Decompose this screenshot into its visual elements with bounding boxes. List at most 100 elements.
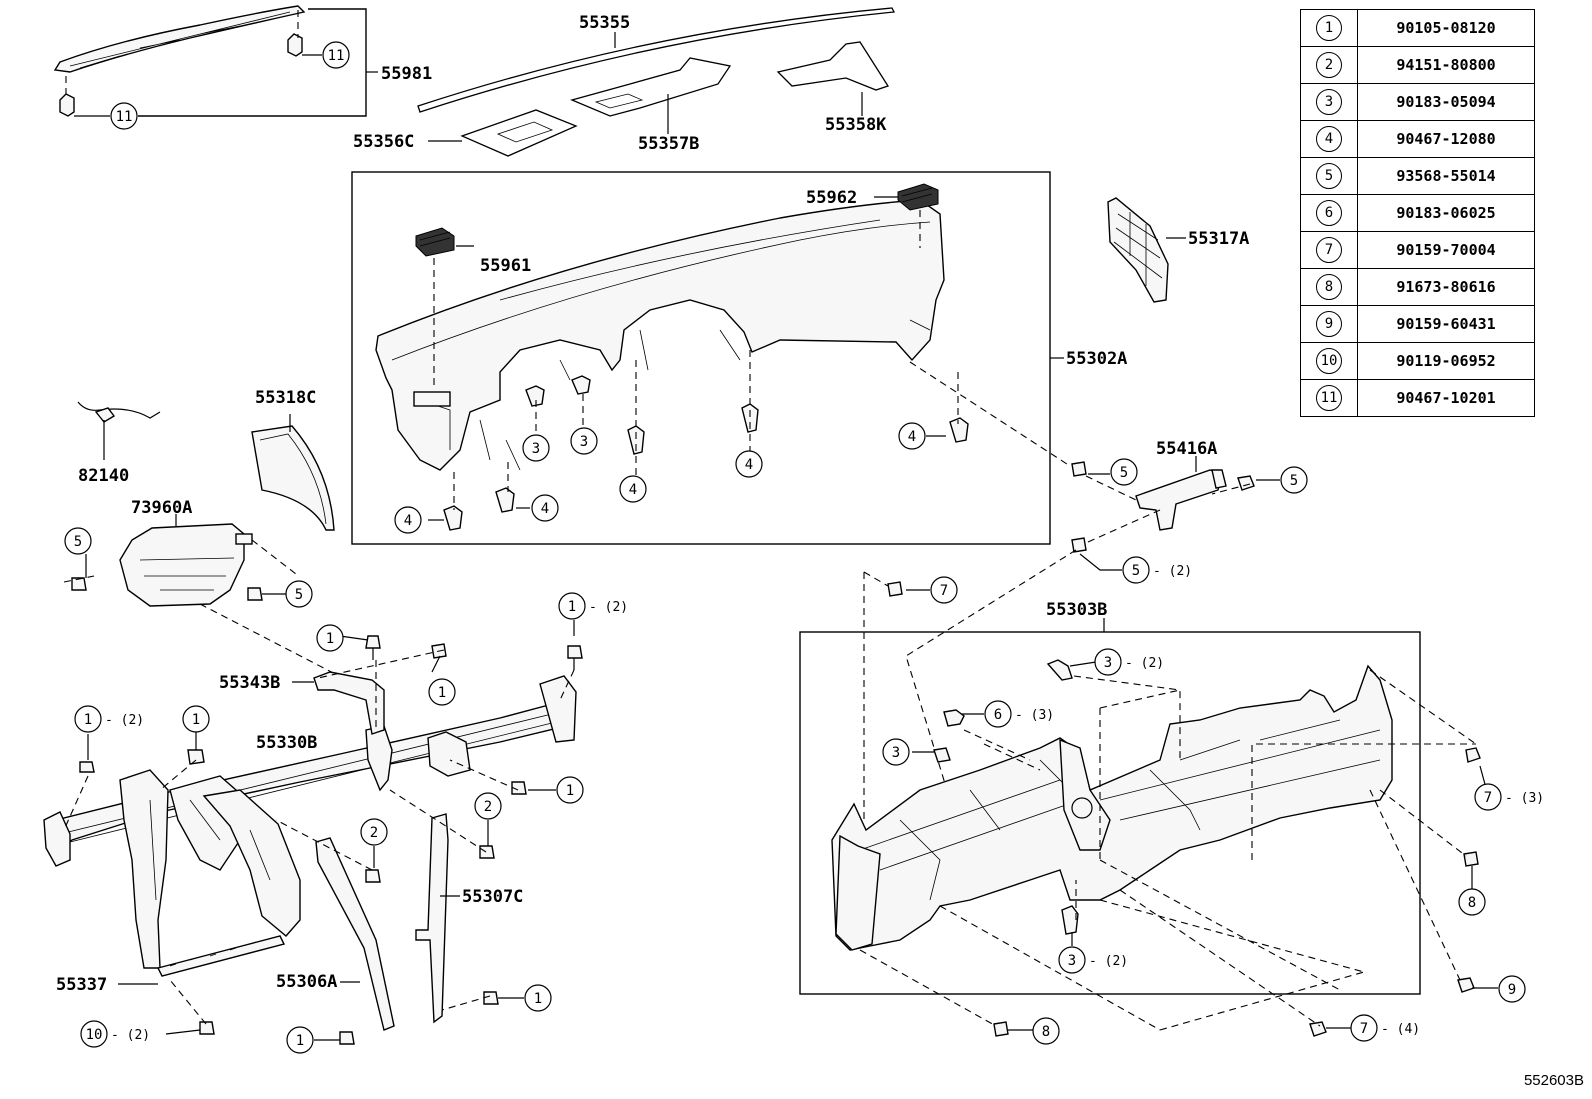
svg-text:3: 3 [580,434,588,450]
legend-part-number: 90183-05094 [1357,83,1535,121]
label-55307C: 55307C [462,887,523,907]
callout-7-c: 7 [1350,1014,1378,1042]
legend-key: 11 [1316,385,1342,411]
part-82140-wire [77,401,161,423]
legend-part-number: 94151-80800 [1357,46,1535,84]
callout-5-a: 5 [1110,458,1138,486]
svg-text:3: 3 [1104,655,1112,671]
bolt-5-a [1071,461,1087,477]
svg-text:11: 11 [328,48,345,64]
part-55358K-pad [776,41,889,91]
callout-7-b: 7 [1474,783,1502,811]
svg-text:5: 5 [295,587,303,603]
svg-text:4: 4 [541,501,549,517]
part-55355-strip [417,7,896,113]
legend-part-number: 90119-06952 [1357,342,1535,380]
callout-4-d: 4 [394,506,422,534]
legend-row: 8 91673-80616 [1300,268,1535,306]
bolt-7-a [887,581,903,597]
callout-3-a: 3 [522,434,550,462]
label-55303B: 55303B [1046,600,1107,620]
svg-text:3: 3 [532,441,540,457]
legend-part-number: 93568-55014 [1357,157,1535,195]
bolt-5-b [1237,475,1255,491]
qty-6-a: - (3) [1015,708,1054,723]
part-55303B-panel-frame [831,664,1393,951]
part-55962-vent [897,183,939,211]
label-82140: 82140 [78,466,129,486]
legend-part-number: 91673-80616 [1357,268,1535,306]
legend-key: 3 [1316,89,1342,115]
bolt-5-c [1071,537,1087,553]
callout-1-e: 1 [182,705,210,733]
part-55317A-side-trim [1107,197,1169,303]
svg-text:4: 4 [404,513,412,529]
part-55356C-pad [460,109,578,157]
svg-text:5: 5 [1290,473,1298,489]
label-55355: 55355 [579,13,630,33]
label-73960A: 73960A [131,498,192,518]
clips-lower-panel [933,659,1481,1037]
legend-row: 11 90467-10201 [1300,379,1535,417]
svg-text:8: 8 [1468,895,1476,911]
qty-7-c: - (4) [1381,1022,1420,1037]
callout-5-b: 5 [1280,466,1308,494]
part-73960A-airbag [119,523,253,607]
qty-3-c: - (2) [1125,656,1164,671]
qty-5-c: - (2) [1153,564,1192,579]
legend-part-number: 90183-06025 [1357,194,1535,232]
svg-text:8: 8 [1042,1024,1050,1040]
callout-2-a: 2 [360,818,388,846]
svg-text:5: 5 [74,534,82,550]
svg-text:1: 1 [326,631,334,647]
label-55337: 55337 [56,975,107,995]
label-55318C: 55318C [255,388,316,408]
legend-key: 9 [1316,311,1342,337]
legend-part-number: 90159-60431 [1357,305,1535,343]
label-55358K: 55358K [825,115,887,135]
part-55416A-bracket [1135,469,1227,531]
callout-1-b: 1 [316,624,344,652]
svg-text:5: 5 [1132,563,1140,579]
legend-part-number: 90159-70004 [1357,231,1535,269]
qty-1-d: - (2) [105,713,144,728]
callout-4-b: 4 [735,450,763,478]
label-55330B: 55330B [256,733,317,753]
svg-text:7: 7 [940,583,948,599]
svg-text:1: 1 [534,991,542,1007]
label-55317A: 55317A [1188,229,1249,249]
callout-1-h: 1 [286,1026,314,1054]
callout-6-a: 6 [984,700,1012,728]
bolts-lower-left [71,577,583,1045]
part-55343B-brace [313,671,385,735]
qty-1-a: - (2) [589,600,628,615]
part-55357B-pad [570,57,732,117]
legend-part-number: 90467-10201 [1357,379,1535,417]
label-55343B: 55343B [219,673,280,693]
label-55962: 55962 [806,188,857,208]
callout-1-f: 1 [556,776,584,804]
label-55416A: 55416A [1156,439,1217,459]
legend-key: 8 [1316,274,1342,300]
callout-8-a: 8 [1458,888,1486,916]
svg-text:3: 3 [892,745,900,761]
callout-9-a: 9 [1498,975,1526,1003]
part-55306A-brace [315,837,395,1031]
label-55981: 55981 [381,64,432,84]
label-55306A: 55306A [276,972,337,992]
callout-1-a: 1 [558,592,586,620]
callout-11-b: 11 [110,102,138,130]
svg-text:4: 4 [908,429,916,445]
callout-1-g: 1 [524,984,552,1012]
callout-10-a: 10 [80,1020,108,1048]
part-55337-bar [156,935,286,977]
svg-text:7: 7 [1484,790,1492,806]
svg-text:1: 1 [84,712,92,728]
label-55961: 55961 [480,256,531,276]
